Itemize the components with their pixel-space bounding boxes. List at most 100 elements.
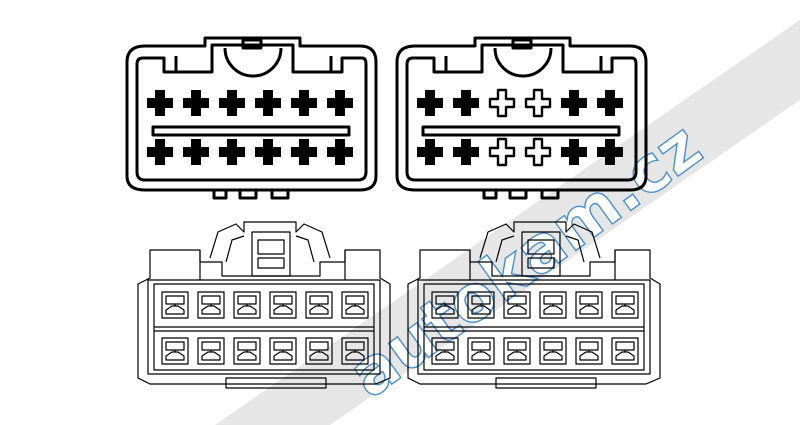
- terminal-contact: [345, 305, 365, 315]
- terminal-cavity: [467, 337, 495, 365]
- connector-side-right: [407, 221, 661, 389]
- pin-terminal: [561, 98, 587, 108]
- pin-terminal: [183, 98, 209, 108]
- latch-body: [479, 221, 601, 259]
- terminal-lance: [273, 341, 293, 351]
- terminal-contact: [435, 305, 455, 315]
- terminal-contact: [507, 351, 527, 361]
- terminal-cavity: [233, 337, 261, 365]
- bottom-tab: [508, 188, 528, 200]
- terminal-lance: [507, 341, 527, 351]
- terminal-cavity: [431, 291, 459, 319]
- terminal-cavity: [269, 337, 297, 365]
- latch-lock: [257, 239, 285, 255]
- latch-body: [209, 221, 331, 259]
- terminal-contact: [309, 305, 329, 315]
- terminal-cavity: [161, 291, 189, 319]
- latch-tab: [241, 38, 263, 50]
- terminal-cavity: [305, 291, 333, 319]
- pin-terminal: [255, 98, 281, 108]
- terminal-contact: [201, 305, 221, 315]
- terminal-contact: [273, 351, 293, 361]
- pin-terminal: [597, 98, 623, 108]
- shell-inner-outline: [135, 43, 368, 182]
- latch-tab: [511, 38, 533, 50]
- terminal-cavity: [467, 291, 495, 319]
- terminal-lance: [201, 341, 221, 351]
- bottom-tab: [270, 188, 290, 200]
- terminal-contact: [579, 305, 599, 315]
- terminal-cavity: [611, 337, 639, 365]
- pin-cavity-empty: [488, 88, 516, 118]
- terminal-cavity: [503, 337, 531, 365]
- bottom-tab: [212, 188, 228, 200]
- terminal-contact: [579, 351, 599, 361]
- pin-terminal: [327, 147, 353, 157]
- terminal-contact: [237, 351, 257, 361]
- terminal-contact: [507, 305, 527, 315]
- bottom-tab: [540, 188, 560, 200]
- terminal-cavity: [197, 337, 225, 365]
- terminal-lance: [309, 295, 329, 305]
- terminal-cavity: [575, 337, 603, 365]
- shell-outline: [125, 36, 378, 192]
- terminal-contact: [543, 351, 563, 361]
- pin-terminal: [417, 147, 443, 157]
- pin-terminal: [147, 147, 173, 157]
- housing-face: [147, 279, 381, 375]
- housing-outline: [137, 249, 391, 385]
- pin-terminal: [219, 147, 245, 157]
- pin-terminal: [255, 147, 281, 157]
- divider-bar: [151, 125, 351, 137]
- latch-dome: [493, 47, 553, 78]
- terminal-lance: [615, 295, 635, 305]
- terminal-lance: [579, 341, 599, 351]
- pin-terminal: [597, 147, 623, 157]
- terminal-lance: [237, 341, 257, 351]
- terminal-cavity: [503, 291, 531, 319]
- terminal-contact: [309, 351, 329, 361]
- terminal-cavity: [161, 337, 189, 365]
- pin-terminal: [219, 98, 245, 108]
- pin-terminal: [183, 147, 209, 157]
- pin-terminal: [147, 98, 173, 108]
- terminal-contact: [471, 305, 491, 315]
- pin-terminal: [417, 98, 443, 108]
- terminal-lance: [237, 295, 257, 305]
- terminal-contact: [273, 305, 293, 315]
- terminal-cavity: [233, 291, 261, 319]
- bottom-rail: [495, 377, 597, 389]
- terminal-contact: [471, 351, 491, 361]
- terminal-contact: [345, 351, 365, 361]
- shell-outline: [395, 36, 648, 192]
- pin-cavity-empty: [524, 137, 552, 167]
- pin-cavity-empty: [488, 137, 516, 167]
- latch-lock-lower: [257, 257, 285, 269]
- terminal-lance: [345, 295, 365, 305]
- terminal-contact: [615, 305, 635, 315]
- bottom-tab: [482, 188, 498, 200]
- housing-outline: [407, 249, 661, 385]
- terminal-contact: [543, 305, 563, 315]
- terminal-lance: [165, 295, 185, 305]
- connector-front-left: [125, 36, 378, 200]
- terminal-cavity: [431, 337, 459, 365]
- latch-arm-left: [495, 235, 515, 263]
- connector-front-right: [395, 36, 648, 200]
- terminal-cavity: [539, 291, 567, 319]
- terminal-contact: [237, 305, 257, 315]
- terminal-cavity: [305, 337, 333, 365]
- watermark-band: [215, 20, 800, 425]
- pin-cavity-empty: [524, 88, 552, 118]
- latch-arm-right: [565, 235, 585, 263]
- pin-terminal: [561, 147, 587, 157]
- terminal-lance: [543, 341, 563, 351]
- terminal-lance: [273, 295, 293, 305]
- terminal-contact: [165, 305, 185, 315]
- pin-terminal: [291, 98, 317, 108]
- terminal-cavity: [197, 291, 225, 319]
- latch-arm-left: [225, 235, 245, 263]
- pin-terminal: [453, 98, 479, 108]
